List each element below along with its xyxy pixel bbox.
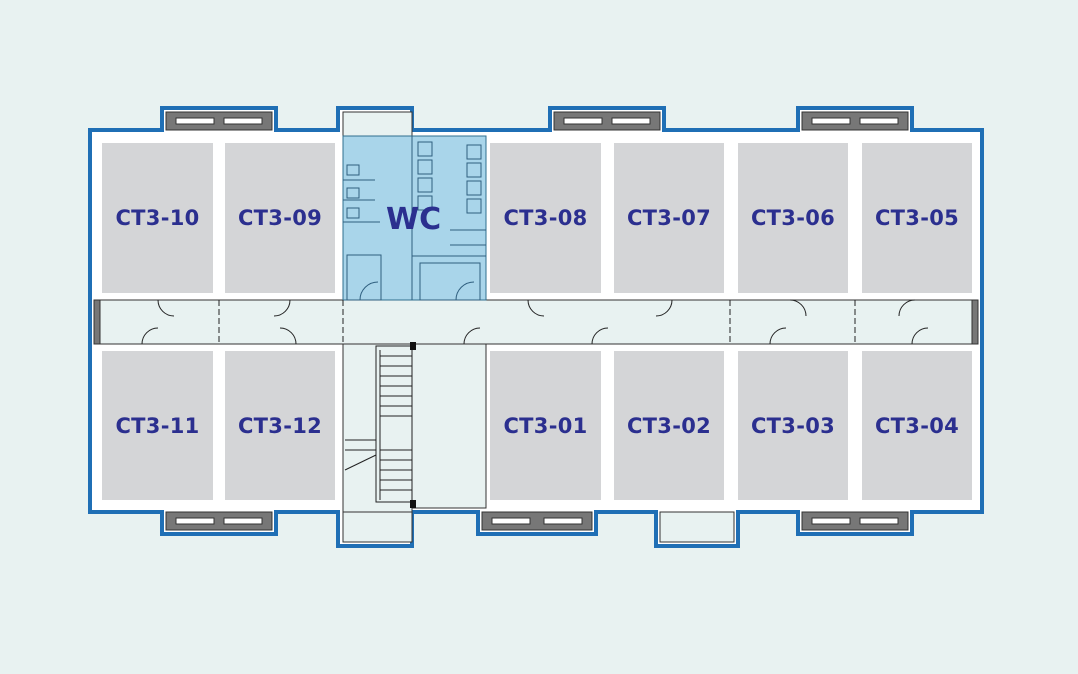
room-ct3-05[interactable]: CT3-05 bbox=[862, 143, 972, 293]
wc-fixtures bbox=[343, 136, 486, 301]
wc-area bbox=[342, 135, 487, 301]
room-label: CT3-12 bbox=[237, 413, 323, 438]
stair-top-area bbox=[342, 111, 413, 137]
room-label: CT3-05 bbox=[874, 206, 960, 230]
lobby-area bbox=[411, 343, 487, 509]
stair-treads bbox=[344, 345, 413, 503]
doors bbox=[141, 299, 929, 345]
wc-label: WC bbox=[386, 202, 442, 237]
room-label: CT3-07 bbox=[626, 206, 712, 230]
room-ct3-04[interactable]: CT3-04 bbox=[862, 351, 972, 500]
windows bbox=[93, 111, 979, 531]
room-ct3-03[interactable]: CT3-03 bbox=[738, 351, 848, 500]
room-ct3-08[interactable]: CT3-08 bbox=[490, 143, 601, 293]
room-ct3-07[interactable]: CT3-07 bbox=[614, 143, 724, 293]
stair-area bbox=[342, 343, 413, 513]
room-label: CT3-03 bbox=[750, 413, 836, 438]
room-label: CT3-02 bbox=[626, 413, 712, 438]
room-label: CT3-10 bbox=[115, 206, 200, 230]
room-label: CT3-06 bbox=[750, 206, 836, 230]
stair-bottom-area bbox=[342, 511, 413, 543]
room-ct3-06[interactable]: CT3-06 bbox=[738, 143, 848, 293]
room-label: CT3-01 bbox=[503, 413, 588, 438]
corridor bbox=[93, 299, 979, 345]
room-ct3-11[interactable]: CT3-11 bbox=[102, 351, 213, 500]
bottom-bay bbox=[659, 511, 735, 543]
room-ct3-09[interactable]: CT3-09 bbox=[225, 143, 335, 293]
room-ct3-01[interactable]: CT3-01 bbox=[490, 351, 601, 500]
room-label: CT3-11 bbox=[115, 413, 200, 438]
room-ct3-10[interactable]: CT3-10 bbox=[102, 143, 213, 293]
room-label: CT3-09 bbox=[237, 206, 323, 230]
room-label: CT3-04 bbox=[874, 413, 960, 438]
room-ct3-12[interactable]: CT3-12 bbox=[225, 351, 335, 500]
room-label: CT3-08 bbox=[503, 206, 588, 230]
room-ct3-02[interactable]: CT3-02 bbox=[614, 351, 724, 500]
